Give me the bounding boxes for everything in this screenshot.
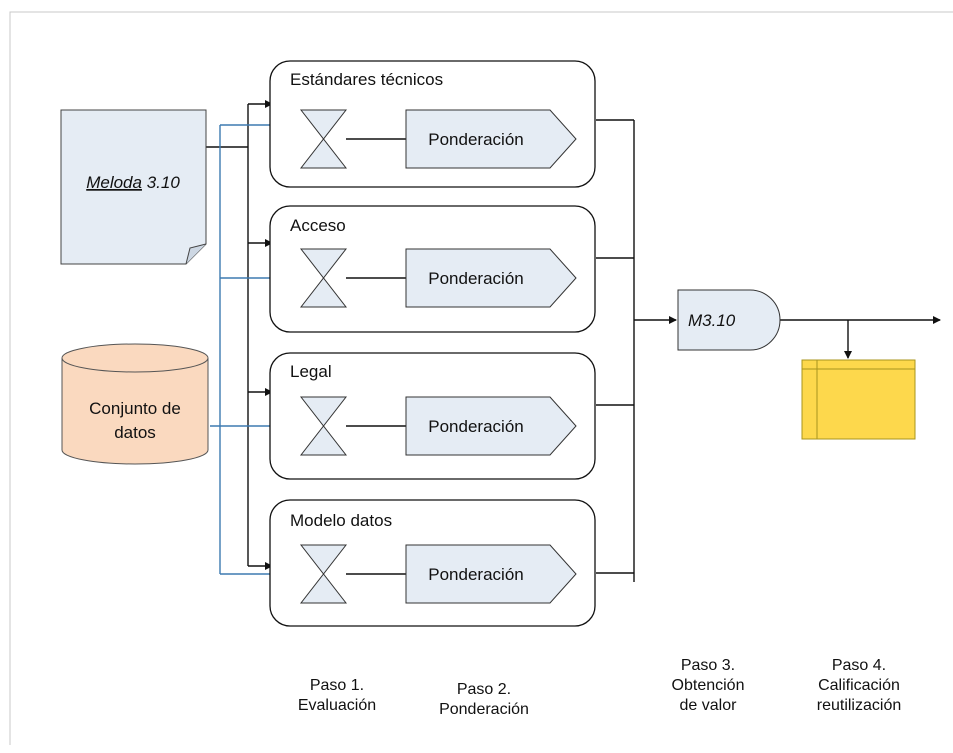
step-1-line1: Paso 1. <box>310 677 364 694</box>
step-caption-1: Paso 1. Evaluación <box>298 677 376 714</box>
step-3-line2: Obtención <box>672 677 745 694</box>
step-3-line3: de valor <box>680 697 738 714</box>
weighting-label: Ponderación <box>428 130 523 149</box>
criterion-title: Modelo datos <box>290 511 392 530</box>
page-frame <box>9 11 953 745</box>
document-label: Meloda 3.10 <box>86 173 180 192</box>
step-2-line1: Paso 2. <box>457 681 511 698</box>
step-caption-2: Paso 2. Ponderación <box>439 681 529 718</box>
weighting-pentagon <box>405 544 577 604</box>
weighting-label: Ponderación <box>428 417 523 436</box>
criterion-panel-access: Acceso Ponderación <box>269 205 596 333</box>
output-connectors <box>596 119 941 582</box>
dataset-cylinder: Conjunto de datos <box>61 343 209 465</box>
criterion-panel-standards: Estándares técnicos Ponderación <box>269 60 596 188</box>
weighting-label: Ponderación <box>428 269 523 288</box>
weighting-pentagon <box>405 248 577 308</box>
criterion-title: Acceso <box>290 216 346 235</box>
criterion-panel-legal: Legal Ponderación <box>269 352 596 480</box>
weighting-label: Ponderación <box>428 565 523 584</box>
aggregator-gate: M3.10 <box>677 289 781 351</box>
criterion-title: Legal <box>290 362 332 381</box>
evaluation-valve-icon <box>299 109 348 169</box>
weighting-pentagon <box>405 109 577 169</box>
aggregator-label: M3.10 <box>688 311 736 330</box>
criterion-panel-data-model: Modelo datos Ponderación <box>269 499 596 627</box>
step-4-line1: Paso 4. <box>832 657 886 674</box>
output-table <box>801 359 916 440</box>
step-1-line2: Evaluación <box>298 697 376 714</box>
meloda-document: Meloda 3.10 <box>60 109 207 265</box>
step-3-line1: Paso 3. <box>681 657 735 674</box>
criterion-title: Estándares técnicos <box>290 70 443 89</box>
dataset-label-line1: Conjunto de <box>89 399 181 418</box>
step-2-line2: Ponderación <box>439 701 529 718</box>
weighting-pentagon <box>405 396 577 456</box>
dataset-label-line2: datos <box>114 423 156 442</box>
evaluation-valve-icon <box>299 396 348 456</box>
step-4-line3: reutilización <box>817 697 901 714</box>
step-caption-3: Paso 3. Obtención de valor <box>672 657 745 714</box>
evaluation-valve-icon <box>299 248 348 308</box>
step-4-line2: Calificación <box>818 677 900 694</box>
step-caption-4: Paso 4. Calificación reutilización <box>817 657 901 714</box>
evaluation-valve-icon <box>299 544 348 604</box>
